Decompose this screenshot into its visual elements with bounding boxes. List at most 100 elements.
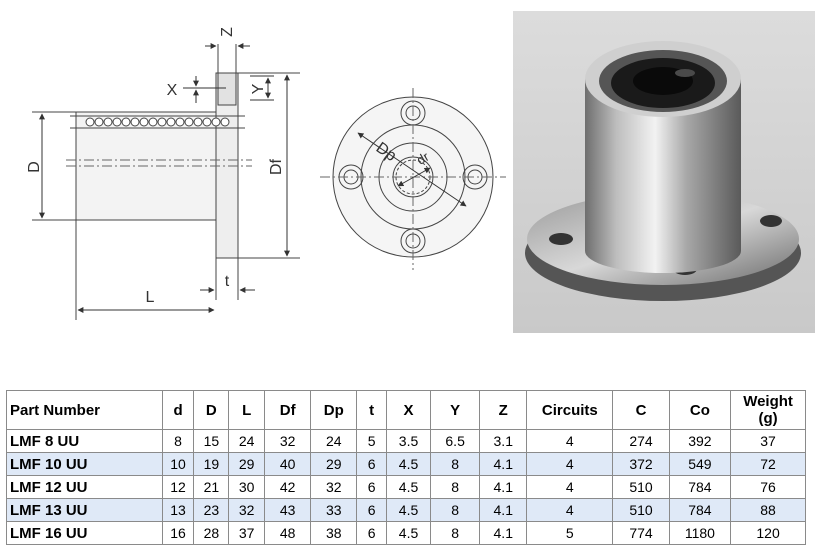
cell-l: 29 (228, 452, 266, 476)
header-l: L (228, 390, 266, 430)
cell-dp: 24 (310, 429, 358, 453)
label-z: Z (219, 27, 236, 37)
label-df: Df (268, 158, 285, 175)
cell-l: 30 (228, 475, 266, 499)
header-weight-unit: (g) (758, 410, 778, 427)
ball-chain (85, 117, 230, 127)
cell-outer-d: 21 (193, 475, 230, 499)
cell-d: 12 (161, 475, 195, 499)
cell-x: 4.5 (385, 498, 432, 522)
header-z: Z (479, 390, 528, 430)
cell-y: 8 (430, 498, 481, 522)
cell-c: 274 (612, 429, 670, 453)
front-view-drawing (320, 88, 506, 270)
table-row: LMF 12 UU 12 21 30 42 32 6 4.5 8 4.1 4 5… (6, 475, 806, 499)
cell-t: 6 (356, 452, 387, 476)
cell-y: 8 (430, 521, 481, 545)
cell-x: 4.5 (385, 521, 432, 545)
cell-d: 8 (161, 429, 195, 453)
cell-weight: 37 (730, 429, 806, 453)
cell-d: 10 (161, 452, 195, 476)
cell-outer-d: 23 (193, 498, 230, 522)
flanged-bearing-image (525, 41, 801, 301)
cell-co: 784 (668, 498, 732, 522)
cell-z: 4.1 (479, 521, 528, 545)
cell-z: 3.1 (479, 429, 528, 453)
cell-dp: 33 (310, 498, 358, 522)
cell-l: 24 (228, 429, 266, 453)
cell-x: 4.5 (385, 452, 432, 476)
cell-y: 8 (430, 475, 481, 499)
cell-dp: 32 (310, 475, 358, 499)
product-photo (513, 11, 815, 333)
cell-c: 372 (612, 452, 670, 476)
cell-df: 32 (264, 429, 312, 453)
cell-c: 510 (612, 498, 670, 522)
header-c: C (612, 390, 670, 430)
header-part-number: Part Number (6, 390, 163, 430)
table-row: LMF 8 UU 8 15 24 32 24 5 3.5 6.5 3.1 4 2… (6, 429, 806, 453)
cell-x: 3.5 (385, 429, 432, 453)
cell-part-number: LMF 8 UU (6, 429, 163, 453)
cell-df: 40 (264, 452, 312, 476)
label-y: Y (250, 83, 267, 94)
side-view-drawing (32, 44, 300, 320)
technical-drawings: Z X Y D Df L t Dp dr (26, 11, 815, 333)
cell-l: 37 (228, 521, 266, 545)
label-x: X (167, 82, 178, 99)
header-outer-d: D (193, 390, 230, 430)
header-y: Y (430, 390, 481, 430)
specification-table: Part Number d D L Df Dp t X Y Z Circuits… (6, 390, 806, 545)
label-l: L (146, 289, 155, 306)
cell-outer-d: 15 (193, 429, 230, 453)
drawing-canvas: Z X Y D Df L t Dp dr (26, 27, 506, 320)
header-weight-label: Weight (743, 393, 793, 410)
label-d: D (26, 161, 43, 173)
cell-circuits: 5 (526, 521, 614, 545)
cell-part-number: LMF 13 UU (6, 498, 163, 522)
cell-weight: 76 (730, 475, 806, 499)
cell-weight: 120 (730, 521, 806, 545)
header-t: t (356, 390, 387, 430)
cell-t: 6 (356, 475, 387, 499)
table-row: LMF 13 UU 13 23 32 43 33 6 4.5 8 4.1 4 5… (6, 498, 806, 522)
cell-z: 4.1 (479, 475, 528, 499)
cell-x: 4.5 (385, 475, 432, 499)
cell-co: 784 (668, 475, 732, 499)
header-co: Co (668, 390, 732, 430)
cell-t: 6 (356, 498, 387, 522)
cell-df: 48 (264, 521, 312, 545)
cell-circuits: 4 (526, 475, 614, 499)
cell-part-number: LMF 10 UU (6, 452, 163, 476)
cell-c: 510 (612, 475, 670, 499)
cell-weight: 72 (730, 452, 806, 476)
side-view-labels: Z X Y D Df L t (26, 27, 285, 306)
cell-weight: 88 (730, 498, 806, 522)
side-view-dimensions (39, 43, 290, 313)
header-dp: Dp (310, 390, 358, 430)
cell-circuits: 4 (526, 429, 614, 453)
table-header-row: Part Number d D L Df Dp t X Y Z Circuits… (6, 390, 806, 430)
label-t: t (225, 273, 230, 290)
table-row: LMF 10 UU 10 19 29 40 29 6 4.5 8 4.1 4 3… (6, 452, 806, 476)
cell-df: 42 (264, 475, 312, 499)
cell-outer-d: 19 (193, 452, 230, 476)
header-x: X (385, 390, 432, 430)
cell-d: 13 (161, 498, 195, 522)
cell-part-number: LMF 16 UU (6, 521, 163, 545)
cell-co: 392 (668, 429, 732, 453)
cell-d: 16 (161, 521, 195, 545)
header-circuits: Circuits (526, 390, 614, 430)
cell-outer-d: 28 (193, 521, 230, 545)
header-d: d (161, 390, 195, 430)
cell-part-number: LMF 12 UU (6, 475, 163, 499)
cell-t: 5 (356, 429, 387, 453)
cell-co: 549 (668, 452, 732, 476)
cell-dp: 38 (310, 521, 358, 545)
cell-y: 6.5 (430, 429, 481, 453)
cell-z: 4.1 (479, 498, 528, 522)
cell-circuits: 4 (526, 452, 614, 476)
cell-co: 1180 (668, 521, 732, 545)
header-weight: Weight (g) (730, 390, 806, 430)
cell-y: 8 (430, 452, 481, 476)
